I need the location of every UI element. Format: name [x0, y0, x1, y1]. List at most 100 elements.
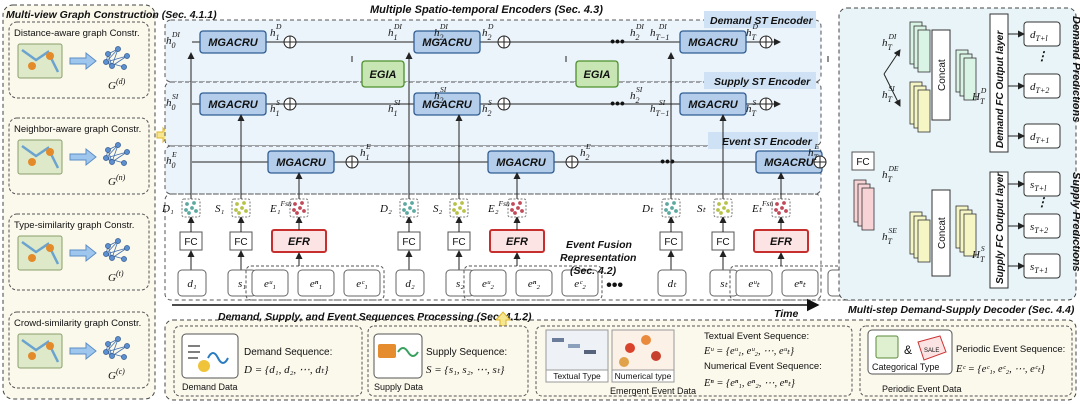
graph-node [109, 353, 115, 359]
graph-edge [105, 151, 128, 159]
node-dot [237, 211, 241, 215]
ampersand: & [904, 343, 912, 357]
hidden-state-label: h1S [270, 98, 280, 118]
periodic-data-caption: Periodic Event Data [882, 384, 962, 394]
hidden-state-label: hTS [746, 98, 757, 118]
event-input-box [561, 269, 599, 297]
node-dot [511, 202, 515, 206]
arrow-icon [69, 341, 97, 361]
event-mgacru-1 [487, 150, 555, 174]
decoder-connector [883, 73, 901, 107]
node-dot [244, 209, 248, 213]
location-pin-icon [46, 148, 54, 156]
efr-block-label: EFR [288, 236, 310, 248]
node-dot [667, 211, 671, 215]
node-dot [190, 206, 194, 210]
supply-embedding-label: S₁ [215, 203, 225, 215]
demand-encoding-stack [917, 29, 931, 73]
event-input-label: eⁿ₂ [528, 278, 540, 290]
node-dot [665, 202, 669, 206]
node-dot [300, 201, 304, 205]
word-cloud-mark [552, 338, 564, 342]
node-dot [192, 201, 196, 205]
node-dot [292, 208, 296, 212]
numerical-sequence: Eⁿ = {eⁿ₁, eⁿ₂, ⋯, eⁿₜ} [703, 378, 796, 389]
supply-vertical-ellipsis: ⋮ [1036, 195, 1048, 209]
numerical-sequence-label: Numerical Event Sequence: [704, 361, 822, 372]
decoder-area: Multi-step Demand-Supply Decoder (Sec. 4… [838, 7, 1077, 316]
supply-mgacru-2 [679, 92, 747, 116]
graph-edge [111, 338, 119, 357]
up-arrow-icon [494, 311, 512, 327]
graph-card-label: Crowd-similarity graph Constr. [14, 318, 141, 329]
sale-tag-icon [917, 335, 947, 361]
event-input-box [251, 269, 289, 297]
map-road [21, 144, 60, 169]
demand-data-caption: Demand Data [182, 382, 238, 392]
textual-type-caption-box [545, 369, 609, 383]
supply-decoder-stack [917, 219, 931, 263]
decoder-connector [883, 49, 901, 75]
demand-concat [931, 29, 951, 121]
numerical-type-caption-box [611, 369, 675, 383]
node-dot [187, 211, 191, 215]
input-box-label: sₜ [720, 278, 728, 290]
node-dot [295, 211, 299, 215]
graph-node [121, 64, 127, 70]
graph-node [115, 336, 121, 342]
event-input-box [343, 269, 381, 297]
node-dot [674, 209, 678, 213]
node-dot [460, 201, 464, 205]
node-dot [185, 202, 189, 206]
svg-text:Event Fusion: Event Fusion [566, 239, 632, 251]
supply-concat [931, 189, 951, 277]
location-pin-icon [28, 62, 36, 70]
node-dot [402, 208, 406, 212]
node-dot [520, 209, 524, 213]
bottom-title: Demand, Supply, and Event Sequences Proc… [218, 311, 532, 323]
location-pin-icon [28, 254, 36, 262]
event-embedding-label: EₜFsn [751, 199, 773, 215]
node-dot [455, 211, 459, 215]
event-input-label: eᶜ₁ [356, 278, 368, 290]
node-dot [403, 202, 407, 206]
event-input-box [515, 269, 553, 297]
demand-vertical-ellipsis: ⋮ [1036, 49, 1048, 63]
event-mgacru-2-label: MGACRU [764, 157, 815, 169]
node-dot [184, 208, 188, 212]
node-dot [408, 206, 412, 210]
decoder-fc-block [851, 151, 875, 171]
graph-node [105, 147, 111, 153]
node-dot [405, 211, 409, 215]
location-pin-icon [46, 244, 54, 252]
decoder-title: Multi-step Demand-Supply Decoder (Sec. 4… [848, 304, 1075, 316]
graph-node [103, 251, 109, 257]
hidden-state-label: h2S [482, 98, 492, 118]
node-dot [775, 202, 779, 206]
supply-concat-label: Concat [937, 217, 948, 249]
graph-edge [105, 247, 128, 255]
fc-block-label: FC [184, 237, 197, 248]
map-icon [17, 139, 63, 175]
graph-edge [105, 144, 119, 159]
node-dot [410, 201, 414, 205]
graph-edge [105, 345, 128, 353]
graph-node [115, 238, 121, 244]
event-input-label: eᵘ₁ [264, 278, 276, 290]
demand-embedding-label: Dₜ [641, 203, 654, 215]
supply-output-layer [989, 171, 1009, 289]
demand-mgacru-1-label: MGACRU [422, 37, 473, 49]
node-dot [672, 201, 676, 205]
event-input-label: eᵘ₂ [482, 278, 494, 290]
efr-block-label: EFR [770, 236, 792, 248]
supply-mgacru-1-label: MGACRU [422, 99, 473, 111]
ellipsis: ••• [610, 95, 625, 111]
supply-output-stack [963, 213, 977, 257]
demand-output-layer-label: Demand FC Output layer [995, 30, 1006, 148]
ellipsis: ••• [610, 33, 625, 49]
demand-mgacru-0-label: MGACRU [208, 37, 259, 49]
node-dot [722, 206, 726, 210]
textual-type-caption: Textual Type [553, 371, 601, 381]
periodic-sequence-label: Periodic Event Sequence: [956, 344, 1065, 355]
node-dot [726, 209, 730, 213]
